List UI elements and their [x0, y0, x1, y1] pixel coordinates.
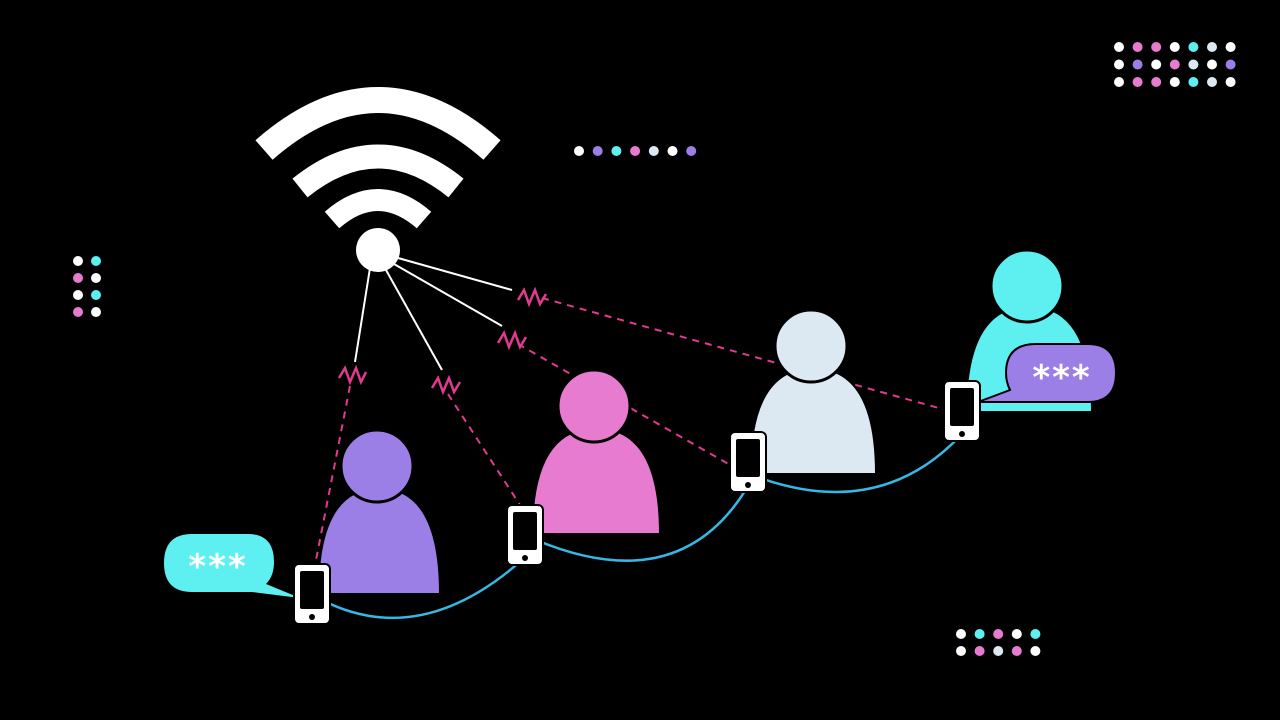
decorative-dot — [1011, 629, 1022, 639]
decorative-dot — [1188, 59, 1199, 70]
signal-line-4 — [397, 257, 513, 291]
phone-home-button — [745, 482, 751, 488]
phone-links — [321, 435, 961, 620]
phone-screen — [300, 571, 324, 609]
decorative-dot — [1207, 77, 1217, 87]
phone-screen — [736, 439, 760, 477]
decorative-dot — [1151, 59, 1162, 70]
decorative-dot — [1132, 42, 1143, 52]
decorative-dot — [1225, 59, 1236, 70]
smartphone-icon — [293, 563, 331, 625]
wifi-arc-middle — [292, 144, 464, 198]
phone-link-1-2 — [321, 559, 523, 620]
wifi-dot — [356, 228, 400, 272]
decorative-dot — [1114, 59, 1124, 70]
bubble-left-text: *** — [188, 547, 247, 587]
decorative-dot — [91, 307, 101, 317]
decorative-dot — [1207, 59, 1217, 70]
decorative-dot — [1030, 646, 1041, 656]
decorative-dot — [1114, 42, 1124, 52]
phone-link-2-3 — [535, 485, 750, 562]
decorative-dot — [91, 273, 101, 283]
decorative-dot — [1132, 77, 1143, 87]
decorative-dot — [592, 146, 603, 156]
phone-home-button — [309, 614, 315, 620]
dashed-link-phone-4 — [541, 297, 947, 411]
phones — [293, 380, 981, 625]
decorative-dot — [630, 146, 641, 156]
decorative-dot — [667, 146, 678, 156]
decorative-dot — [1169, 77, 1180, 87]
decorative-dot — [73, 256, 83, 266]
decorative-dot — [686, 146, 697, 156]
decorative-dot — [73, 307, 83, 317]
decorative-dot — [1151, 42, 1162, 52]
signal-line-3 — [393, 263, 503, 327]
decorative-dot — [1169, 59, 1180, 70]
wifi-arc-outer — [255, 87, 501, 160]
decorative-dot — [1169, 42, 1180, 52]
decorative-dot — [1207, 42, 1217, 52]
decorative-dot — [611, 146, 622, 156]
decorative-dot — [73, 273, 83, 283]
dot-grid-bottom-right — [956, 629, 1041, 656]
decorative-dot — [1114, 77, 1124, 87]
decorative-dot — [993, 646, 1004, 656]
dot-grid-left — [73, 256, 101, 317]
phone-screen — [950, 388, 974, 426]
decorative-dot — [1188, 77, 1199, 87]
zigzag-icon — [516, 286, 548, 308]
decorative-dot — [974, 629, 985, 639]
decorative-dot — [73, 290, 83, 300]
phone-home-button — [959, 431, 965, 437]
wifi-icon — [255, 87, 501, 229]
zigzag-icon — [430, 374, 462, 396]
zigzag-icon — [337, 364, 368, 386]
dot-row-top-center — [574, 146, 697, 156]
speech-bubble-right: *** — [977, 343, 1118, 403]
dashed-link-phone-2 — [447, 393, 521, 506]
wifi-arc-inner — [324, 189, 432, 229]
decorative-dot — [1011, 646, 1022, 656]
person-pink — [530, 368, 662, 535]
decorative-dot — [1151, 77, 1162, 87]
speech-bubble-left: *** — [164, 534, 300, 598]
smartphone-icon — [506, 504, 544, 566]
decorative-dot — [956, 646, 966, 656]
person-purple — [316, 428, 442, 595]
bubble-right-text: *** — [1032, 358, 1091, 398]
phone-home-button — [522, 555, 528, 561]
interference-marks — [337, 286, 548, 396]
phone-link-3-4 — [759, 435, 961, 494]
decorative-dot — [91, 256, 101, 266]
decorative-dot — [1030, 629, 1041, 639]
signal-lines — [354, 257, 513, 371]
dashed-link-phone-1 — [315, 385, 351, 561]
decorative-dot — [956, 629, 966, 639]
decorative-dot — [1132, 59, 1143, 70]
decorative-dot — [91, 290, 101, 300]
smartphone-icon — [729, 431, 767, 493]
decorative-dot — [1225, 77, 1236, 87]
phone-screen — [513, 512, 537, 550]
decorative-dot — [574, 146, 584, 156]
signal-line-1 — [354, 267, 371, 363]
decorative-dot — [648, 146, 659, 156]
decorative-dot — [1188, 42, 1199, 52]
decorative-dot — [1225, 42, 1236, 52]
person-pale-blue — [748, 308, 878, 475]
smartphone-icon — [943, 380, 981, 442]
decorative-dot — [974, 646, 985, 656]
signal-line-2 — [385, 269, 443, 371]
decorative-dot — [993, 629, 1004, 639]
dot-grid-top-right — [1114, 42, 1236, 87]
